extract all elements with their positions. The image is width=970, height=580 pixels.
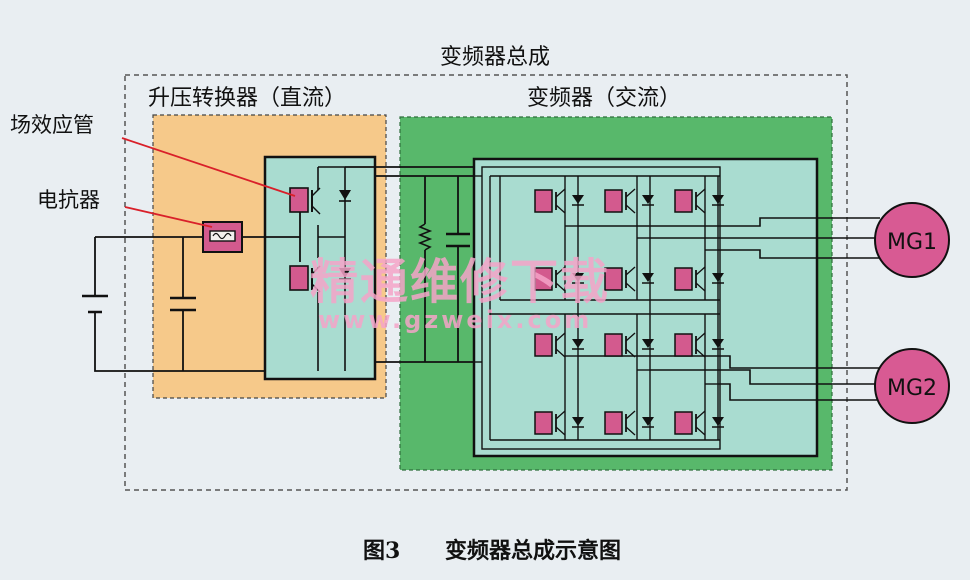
inverter-switch-icon <box>604 410 654 436</box>
inverter-switch-icon <box>604 332 654 358</box>
motor-mg1-label: MG1 <box>887 230 937 255</box>
inverter-switch-icon <box>534 266 584 292</box>
inverter-switch-icon <box>534 188 584 214</box>
inverter-switch-icon <box>534 332 584 358</box>
figure-number: 图3 <box>363 538 400 564</box>
boost-switch-panel <box>263 155 377 381</box>
inverter-panel-wiring <box>474 175 720 441</box>
boost-converter-label: 升压转换器（直流） <box>148 86 346 111</box>
watermark-cn: 精通维修下载 <box>310 254 610 310</box>
mosfet-label: 场效应管 <box>10 113 94 137</box>
inverter-inner-frame <box>481 166 721 450</box>
input-capacitor-icon <box>170 296 196 312</box>
reactor-label: 电抗器 <box>37 188 100 212</box>
motor-mg1: MG1 <box>874 202 950 278</box>
inverter-switch-icon <box>534 410 584 436</box>
discharge-resistor-icon <box>417 223 433 251</box>
inverter-switch-icon <box>674 266 724 292</box>
smoothing-capacitor-icon <box>446 232 470 248</box>
inverter-label: 变频器（交流） <box>527 86 681 111</box>
boost-mosfet-lower-icon <box>289 265 351 293</box>
inverter-switch-icon <box>674 332 724 358</box>
motor-output-wiring <box>578 217 880 401</box>
watermark-url: www.gzweix.com <box>318 306 592 334</box>
motor-mg2: MG2 <box>874 348 950 424</box>
inverter-switch-icon <box>604 188 654 214</box>
boost-mosfet-upper-icon <box>289 187 351 215</box>
inverter-switch-array <box>534 188 724 436</box>
figure-caption: 变频器总成示意图 <box>445 538 621 564</box>
dc-bus-wiring <box>345 166 474 363</box>
assembly-label: 变频器总成 <box>440 45 550 70</box>
inverter-switch-icon <box>674 410 724 436</box>
inverter-switch-icon <box>604 266 654 292</box>
motor-mg2-label: MG2 <box>887 376 937 401</box>
callout-lines <box>121 137 296 228</box>
inverter-switch-icon <box>674 188 724 214</box>
dc-input-wiring <box>94 210 301 372</box>
battery-icon <box>82 294 108 314</box>
inverter-switch-panel <box>472 157 819 458</box>
assembly-boundary <box>124 74 848 491</box>
